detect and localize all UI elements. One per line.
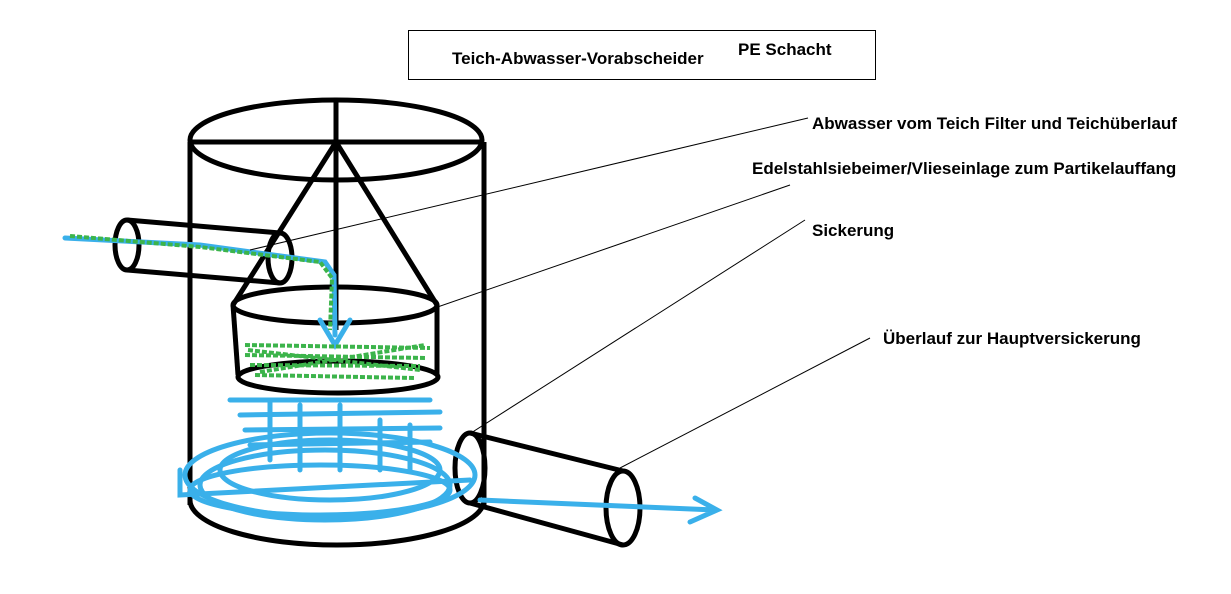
diagram-title: Teich-Abwasser-Vorabscheider bbox=[452, 49, 704, 68]
leader-lines bbox=[249, 117, 871, 469]
shaft-outline bbox=[112, 97, 643, 548]
label-bucket: Edelstahlsiebeimer/Vlieseinlage zum Part… bbox=[752, 159, 1177, 178]
outflow-arrow bbox=[477, 495, 723, 525]
diagram-subtitle: PE Schacht bbox=[738, 40, 832, 59]
title-box bbox=[408, 30, 876, 80]
label-overflow: Überlauf zur Hauptversickerung bbox=[883, 329, 1141, 348]
water-flow bbox=[62, 235, 723, 525]
outlet-pipe bbox=[452, 430, 643, 548]
label-inlet: Abwasser vom Teich Filter und Teichüberl… bbox=[812, 114, 1177, 133]
shaft-bottom bbox=[187, 499, 487, 548]
label-seepage: Sickerung bbox=[812, 221, 895, 240]
debris-flow bbox=[69, 234, 431, 380]
